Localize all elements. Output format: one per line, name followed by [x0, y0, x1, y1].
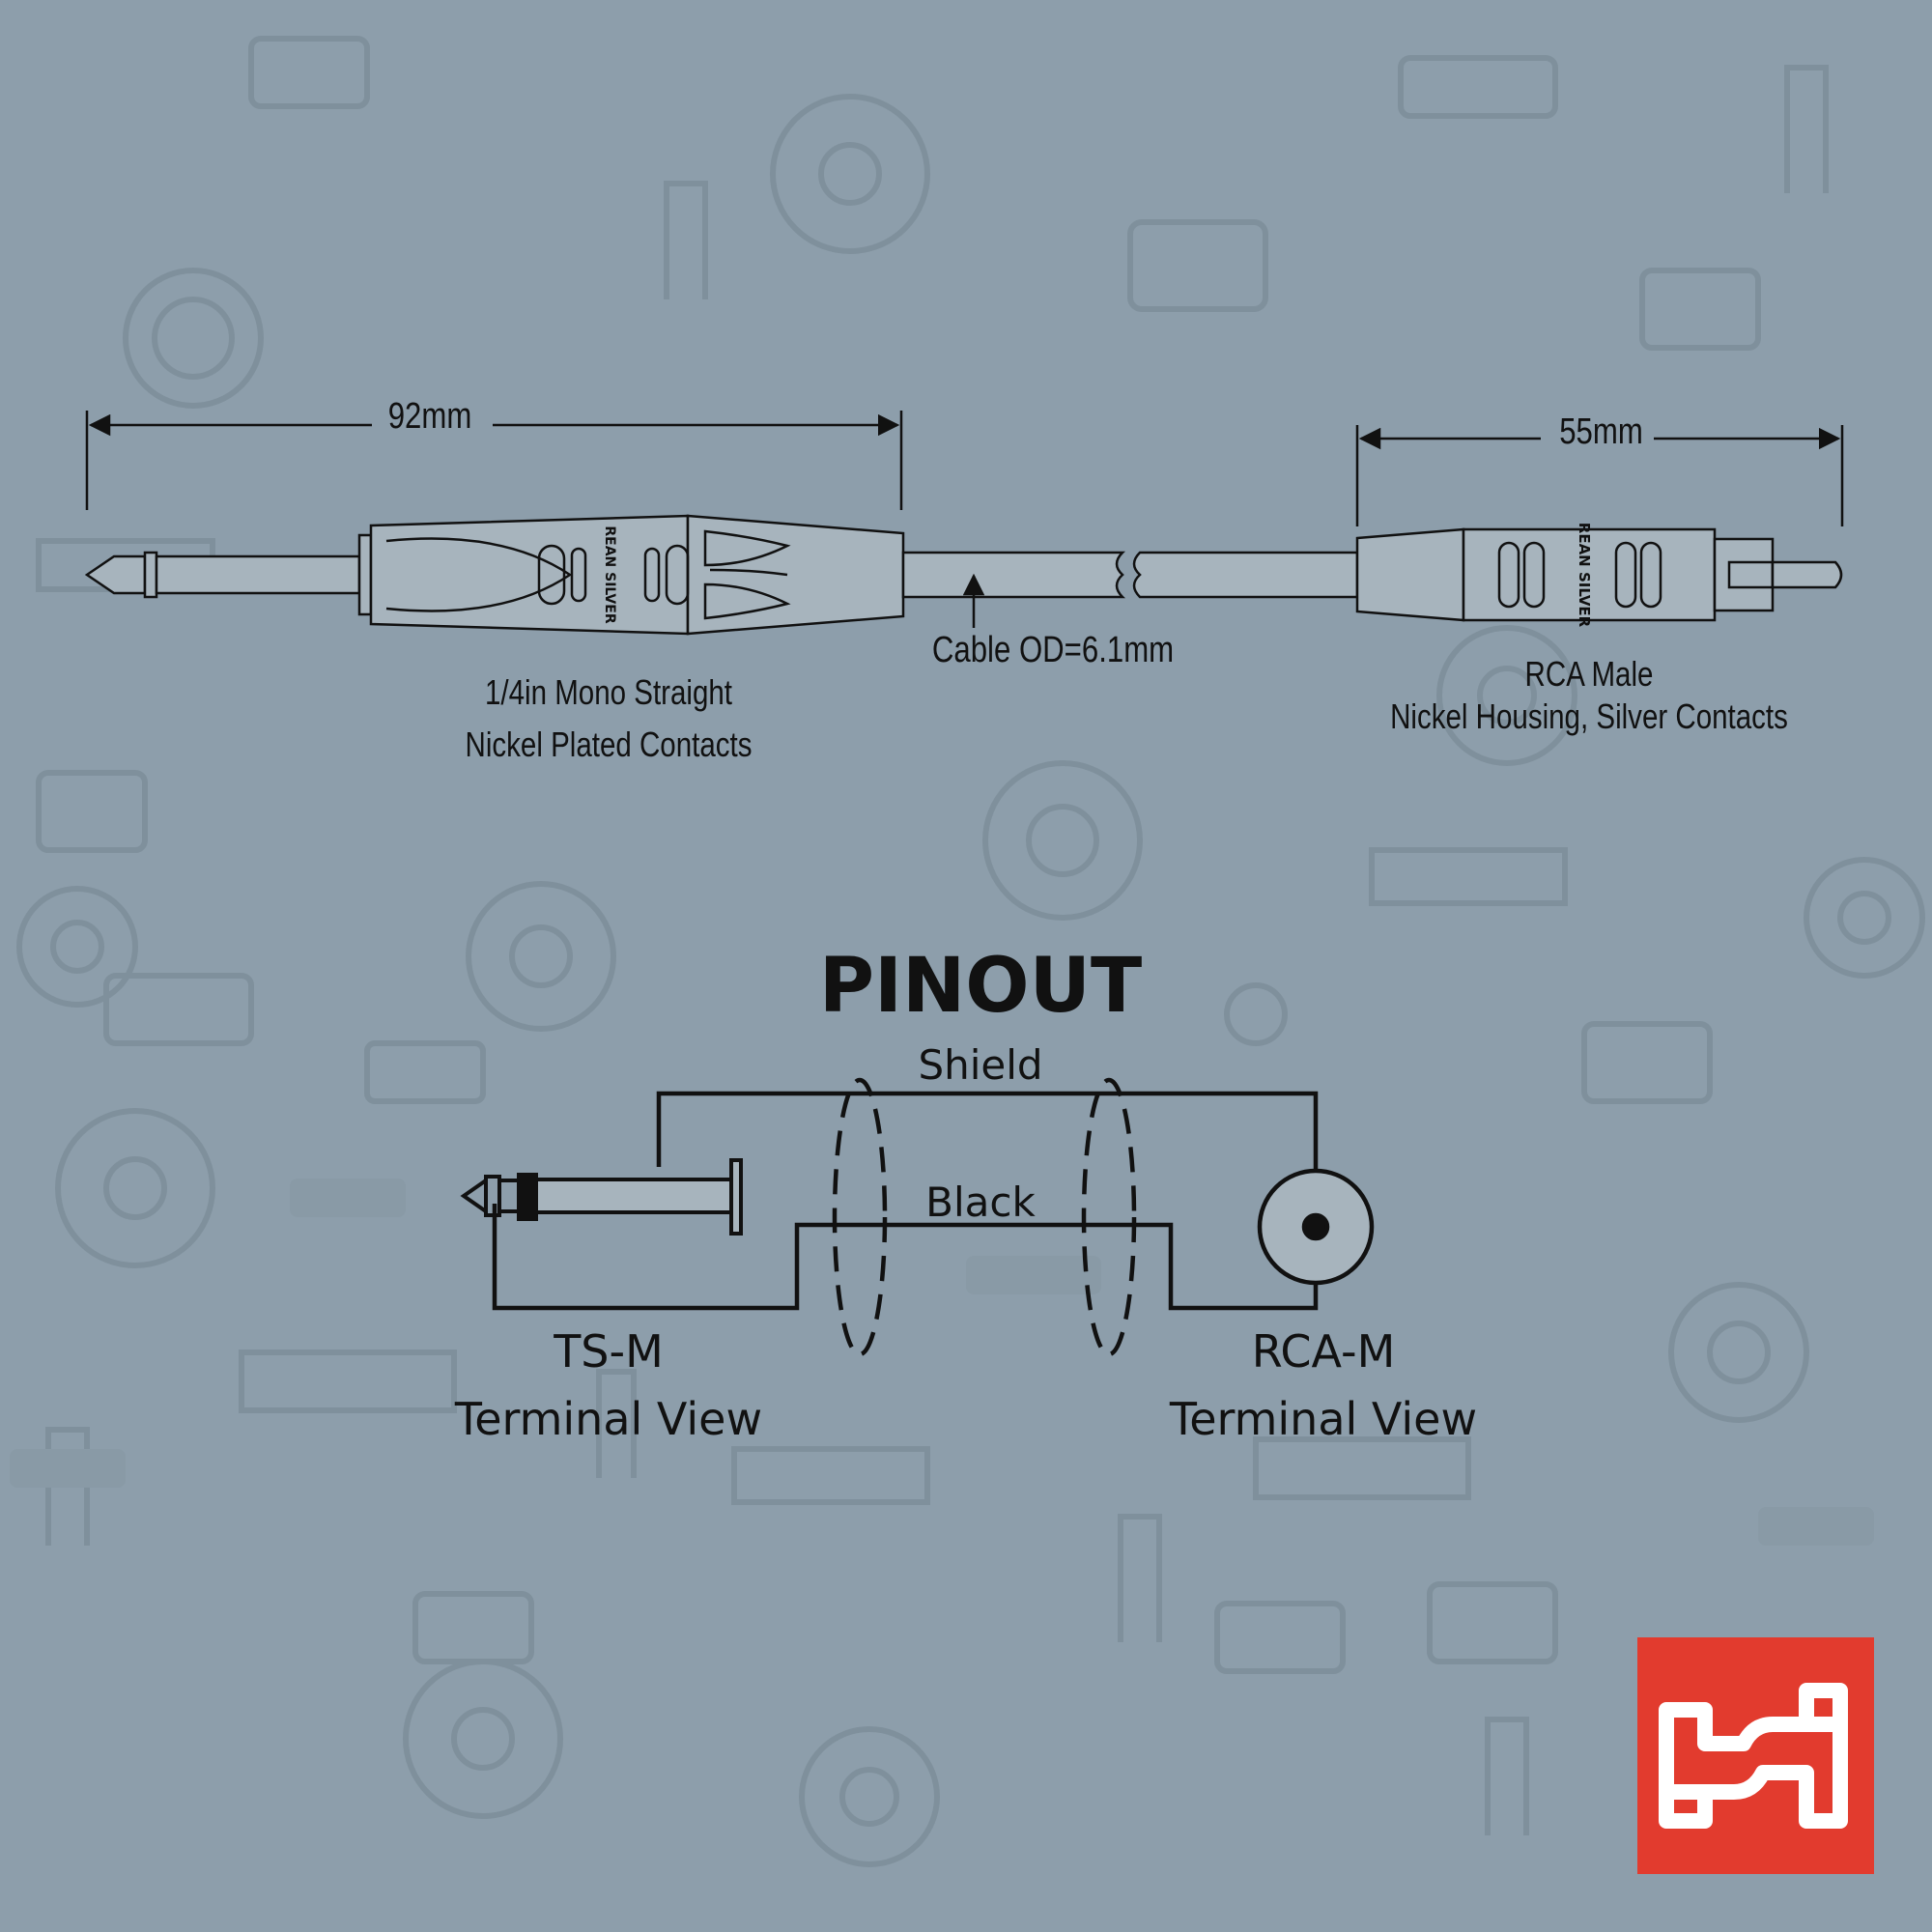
- hosa-logo: [1637, 1637, 1874, 1874]
- rca-brand-mark: REAN SILVER: [1576, 523, 1593, 628]
- dimension-55mm: [1355, 425, 1844, 526]
- rca-terminal-label: RCA-M Terminal View: [1125, 1318, 1521, 1453]
- shield-rings: [832, 1077, 1137, 1357]
- ts-terminal-line1: TS-M: [554, 1325, 664, 1378]
- dimension-label-jack: 92mm: [387, 396, 472, 437]
- jack-description-line1: 1/4in Mono Straight: [485, 672, 732, 712]
- rca-description: RCA Male Nickel Housing, Silver Contacts: [1372, 653, 1807, 738]
- wire-label-black: Black: [925, 1179, 1036, 1226]
- rca-plug-symbol: [1257, 1168, 1375, 1286]
- hosa-h-logo-icon: [1659, 1683, 1848, 1829]
- quarter-inch-jack-connector: [84, 514, 905, 636]
- rca-description-line2: Nickel Housing, Silver Contacts: [1390, 696, 1788, 736]
- cable-od-label: Cable OD=6.1mm: [931, 630, 1175, 670]
- pinout-title: PINOUT: [818, 943, 1143, 1030]
- pinout-wiring: [492, 1091, 1319, 1311]
- dimension-label-rca: 55mm: [1559, 412, 1643, 452]
- ts-terminal-label: TS-M Terminal View: [415, 1318, 802, 1453]
- rca-terminal-line1: RCA-M: [1251, 1325, 1396, 1378]
- wire-label-shield: Shield: [918, 1041, 1043, 1089]
- ts-plug-symbol: [460, 1158, 743, 1236]
- dimension-92mm: [85, 411, 903, 510]
- jack-description: 1/4in Mono Straight Nickel Plated Contac…: [435, 667, 783, 771]
- jack-brand-mark: REAN SILVER: [602, 526, 617, 623]
- cable: [901, 551, 1359, 599]
- ts-terminal-line2: Terminal View: [454, 1393, 763, 1445]
- rca-terminal-line2: Terminal View: [1169, 1393, 1478, 1445]
- jack-description-line2: Nickel Plated Contacts: [465, 724, 753, 764]
- rca-description-line1: RCA Male: [1524, 654, 1654, 694]
- rca-connector: [1355, 527, 1843, 622]
